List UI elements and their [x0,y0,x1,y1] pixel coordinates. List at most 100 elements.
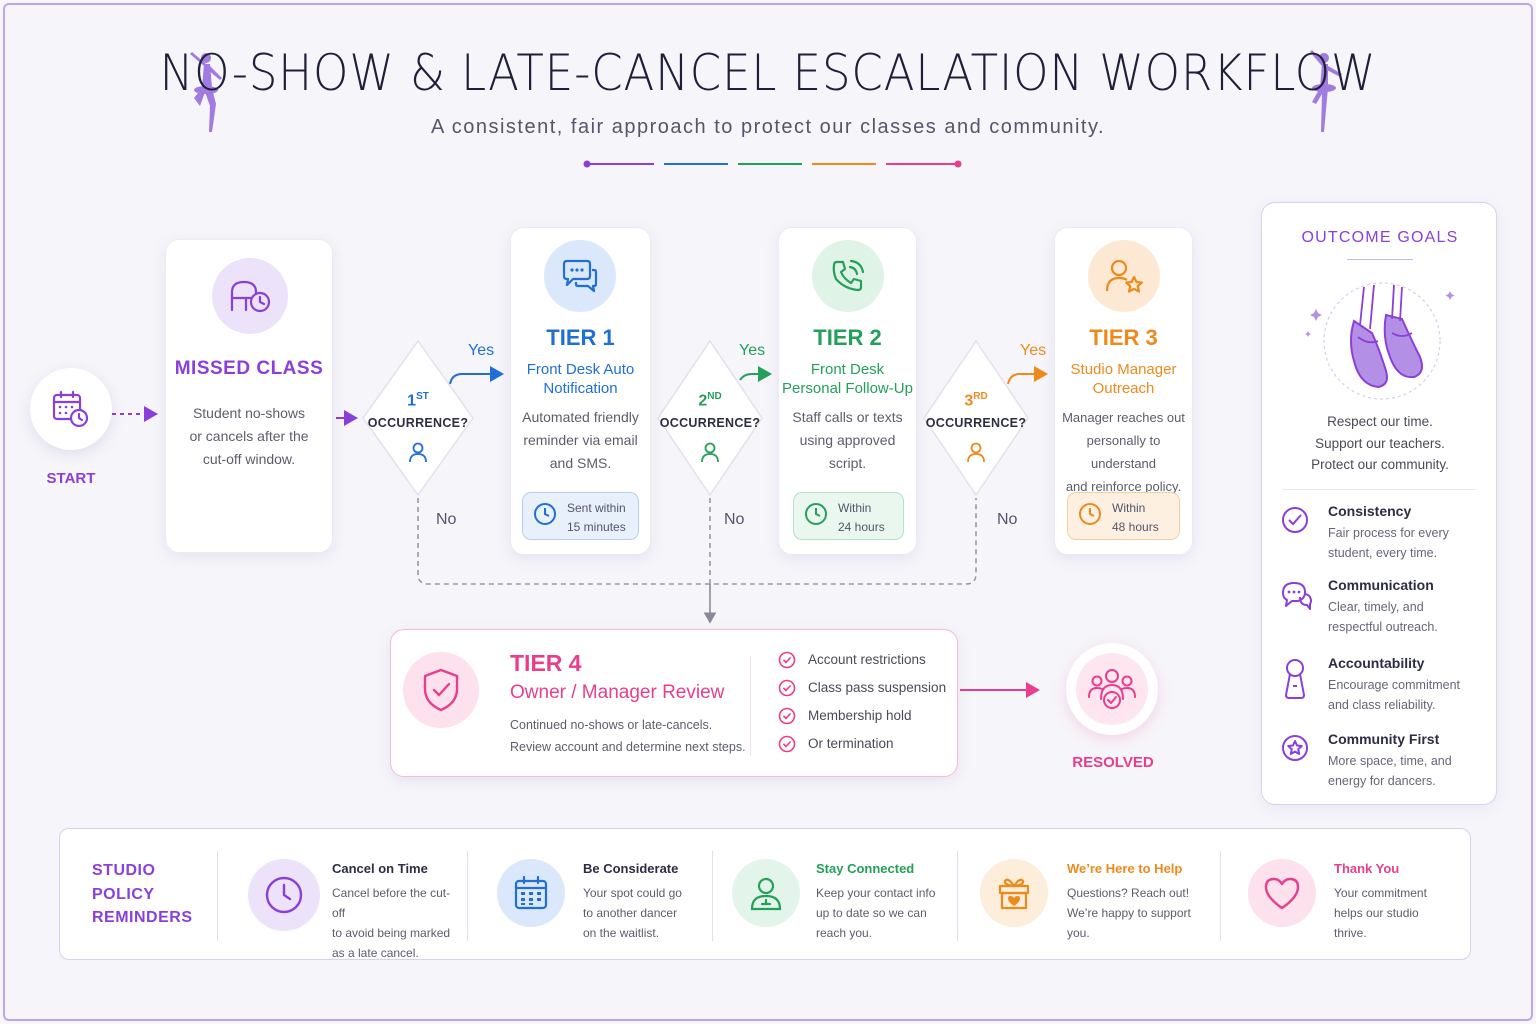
reminder-title: Stay Connected [816,861,915,876]
tier-body-line: Manager reaches out [1062,410,1185,425]
reminder-icon-wrap [732,859,800,927]
goals-title: OUTCOME GOALS [1301,229,1459,246]
tier-4-divider [750,656,751,756]
reminder-divider [712,851,713,941]
reminder-divider [217,851,218,941]
tier-2-body: Staff calls or texts using approved scri… [779,406,916,475]
reminder-icon-wrap [980,859,1048,927]
tier-4-title: TIER 4 [510,650,582,676]
reminders-title-line: REMINDERS [92,909,193,926]
goals-intro-line: Protect our community. [1311,457,1449,472]
heart-icon [1264,877,1300,910]
tier-1-card[interactable]: TIER 1 Front Desk Auto Notification Auto… [510,227,651,555]
tier-sub-line: Front Desk [810,361,885,378]
chat-bubbles-icon [562,259,598,293]
start-node[interactable] [30,368,112,450]
decision-label: OCCURRENCE? [659,416,761,430]
missed-icon-wrap [212,258,288,334]
tier-3-icon-wrap [1088,240,1160,312]
contact-user-icon [750,877,782,911]
missed-body-line: or cancels after the [189,428,309,444]
tier-2-sub: Front Desk Personal Follow-Up [779,360,916,398]
yes-label-1: Yes [468,342,495,359]
no-path [417,498,977,585]
page-subtitle: A consistent, fair approach to protect o… [430,116,1106,138]
goals-intro-line: Respect our time. [1327,414,1433,429]
tier-3-sub: Studio Manager Outreach [1055,360,1192,398]
diamond-shape [923,339,1029,497]
missed-title: MISSED CLASS [174,358,324,379]
start-label: START [46,470,96,487]
yes-label-2: Yes [739,342,766,359]
reminder-item: We’re Here to Help Questions? Reach out!… [980,829,1220,959]
tier-body-line: Automated friendly [522,409,639,425]
reminder-icon-wrap [497,859,565,927]
tier-body-line: and reinforce policy. [1065,479,1182,494]
tier-sub-line: Notification [543,380,618,397]
ballet-shoes-icon [1305,282,1455,400]
reminder-divider [957,851,958,941]
diamond-shape [362,339,474,497]
tier4-body-line: Continued no-shows or late-cancels. [510,718,713,732]
yes-arrow-2 [739,366,772,382]
tier-body-line: using approved [799,432,896,448]
resolved-node[interactable] [1066,643,1158,735]
tier-sub-line: Studio Manager [1070,361,1177,378]
tier-2-card[interactable]: TIER 2 Front Desk Personal Follow-Up Sta… [778,227,917,555]
tier-1-title: TIER 1 [546,325,615,350]
person-icon [701,442,719,463]
goals-intro-line: Support our teachers. [1315,435,1445,451]
diamond-shape [657,339,763,497]
tier-body-line: reminder via email [523,432,638,448]
missed-body: Student no-shows or cancels after the cu… [166,402,332,471]
decision-label: OCCURRENCE? [367,416,469,430]
tier-sub-line: Outreach [1092,380,1155,397]
tier-1-icon-wrap [544,240,616,312]
group-check-icon [1088,669,1136,709]
reminder-icon-wrap [248,859,320,931]
reminder-item: Cancel on Time Cancel before the cut-off… [248,829,488,960]
reminder-icon-wrap [1248,859,1316,927]
decision-1[interactable]: 1ST OCCURRENCE? [361,339,475,497]
decision-2[interactable]: 2ND OCCURRENCE? [656,339,764,497]
decision-3[interactable]: 3RD OCCURRENCE? [922,339,1030,497]
check-circle-icon [1282,507,1308,533]
action-label: Membership hold [808,708,912,723]
missed-class-card[interactable]: MISSED CLASS Student no-shows or cancels… [165,239,333,553]
missed-body-line: cut-off window. [202,451,296,467]
decision-label: OCCURRENCE? [925,416,1027,430]
clock-icon [265,876,303,914]
reminder-title: We’re Here to Help [1067,861,1183,876]
tier-4-icon-wrap [403,652,479,728]
chat-icon [1282,582,1312,610]
no-label-1: No [436,511,457,528]
tier-4-sub: Owner / Manager Review [510,682,725,703]
tier-4-card[interactable]: TIER 4 Owner / Manager Review Continued … [390,629,958,777]
tier4-body-line: Review account and determine next steps. [510,740,746,754]
keyhole-icon [1285,659,1305,699]
tier-1-body: Automated friendly reminder via email an… [511,406,650,475]
ballerina-left-icon [190,52,222,132]
goal-title: Communication [1328,577,1434,593]
no-label-3: No [997,511,1018,528]
user-star-icon [1105,259,1143,293]
ballerina-right-icon [1310,50,1342,132]
tier-2-icon-wrap [812,240,884,312]
tier-3-card[interactable]: TIER 3 Studio Manager Outreach Manager r… [1054,227,1193,555]
resolved-label: RESOLVED [1072,754,1154,771]
tier-3-title: TIER 3 [1089,325,1158,350]
